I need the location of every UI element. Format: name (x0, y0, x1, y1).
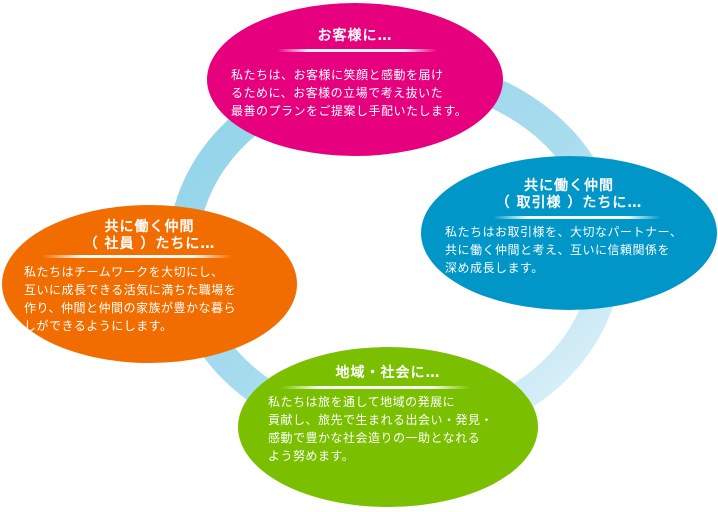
community-text-line: 貢献し、旅先で生まれる出会い・発見・ (268, 413, 494, 427)
community-divider (280, 386, 470, 389)
employees-title: 共に働く仲間 （ 社員 ）たちに… (2, 219, 297, 253)
customers-text: 私たちは、お客様に笑顔と感動を届け るために、お客様の立場で考え抜いた 最善のプ… (231, 66, 467, 120)
employees-text-line: 作り、仲間と仲間の家族が豊かな暮ら (24, 301, 237, 315)
employees-bubble: 共に働く仲間 （ 社員 ）たちに… 私たちはチームワークを大切にし、 互いに成長… (2, 205, 297, 363)
employees-text-line: しができるようにします。 (24, 319, 173, 333)
customers-bubble: お客様に… 私たちは、お客様に笑顔と感動を届け るために、お客様の立場で考え抜い… (207, 3, 503, 156)
employees-title-line: （ 社員 ）たちに… (83, 236, 216, 252)
community-bubble: 地域・社会に… 私たちは旅を通して地域の発展に 貢献し、旅先で生まれる出会い・発… (238, 347, 538, 507)
employees-text-line: 互いに成長できる活気に満ちた職場を (24, 283, 237, 297)
customers-divider (277, 49, 437, 52)
employees-divider (42, 255, 232, 258)
partners-title-line: 共に働く仲間 (524, 178, 614, 194)
partners-bubble: 共に働く仲間 （ 取引様 ）たちに… 私たちはお取引様を、大切なパートナー、 共… (421, 156, 717, 310)
community-text: 私たちは旅を通して地域の発展に 貢献し、旅先で生まれる出会い・発見・ 感動で豊か… (268, 393, 493, 465)
community-text-line: よう努めます。 (268, 449, 355, 463)
partners-title-line: （ 取引様 ）たちに… (495, 195, 643, 211)
partners-divider (493, 216, 661, 219)
partners-text: 私たちはお取引様を、大切なパートナー、 共に働く仲間と考え、互いに信頼関係を 深… (445, 223, 682, 277)
partners-text-line: 深め成長します。 (445, 261, 544, 275)
community-title: 地域・社会に… (335, 365, 441, 381)
community-text-line: 私たちは旅を通して地域の発展に (268, 395, 456, 409)
employees-title-line: 共に働く仲間 (104, 219, 195, 235)
partners-title: 共に働く仲間 （ 取引様 ）たちに… (421, 178, 717, 212)
customers-text-line: るために、お客様の立場で考え抜いた (231, 86, 444, 100)
employees-text-line: 私たちはチームワークを大切にし、 (24, 265, 224, 279)
partners-text-line: 私たちはお取引様を、大切なパートナー、 (445, 225, 683, 239)
employees-text: 私たちはチームワークを大切にし、 互いに成長できる活気に満ちた職場を 作り、仲間… (24, 263, 236, 335)
partners-text-line: 共に働く仲間と考え、互いに信頼関係を (445, 243, 671, 257)
community-text-line: 感動で豊かな社会造りの一助となれる (268, 431, 481, 445)
customers-text-line: 最善のプランをご提案し手配いたします。 (231, 104, 468, 118)
customers-title: お客様に… (317, 28, 393, 44)
customers-text-line: 私たちは、お客様に笑顔と感動を届け (231, 68, 444, 82)
